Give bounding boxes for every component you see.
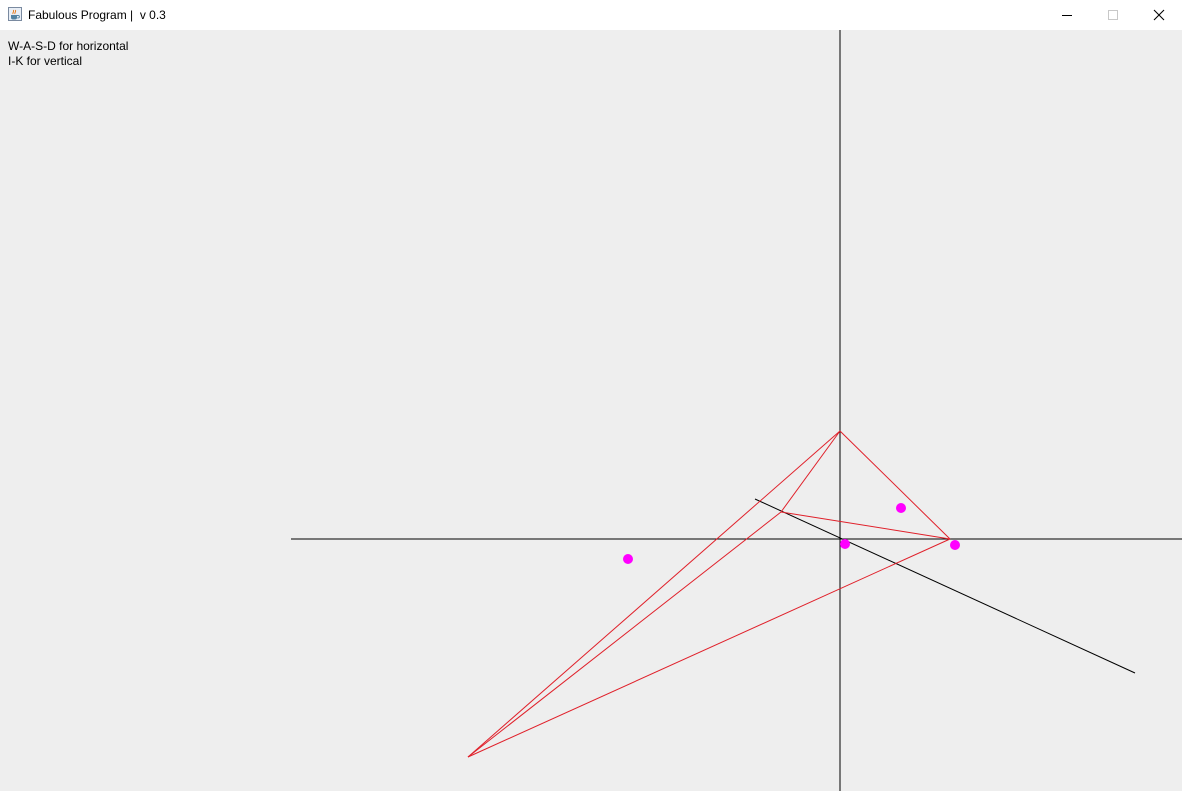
- projected-points: [623, 503, 960, 564]
- depth-axis: [754, 498, 1136, 674]
- 3d-scene: [291, 30, 1182, 791]
- minimize-icon: [1061, 9, 1073, 21]
- controls-help: W-A-S-D for horizontal I-K for vertical: [8, 39, 128, 69]
- edge-back-right: [780, 511, 951, 540]
- maximize-button[interactable]: [1090, 0, 1136, 30]
- edge-apex-left: [467, 430, 841, 758]
- horizontal-controls-text: W-A-S-D for horizontal: [8, 39, 129, 53]
- close-button[interactable]: [1136, 0, 1182, 30]
- edge-apex-right: [839, 430, 951, 540]
- edge-back-left: [467, 511, 782, 758]
- maximize-icon: [1107, 9, 1119, 21]
- window-title: Fabulous Program | v 0.3: [28, 8, 166, 22]
- edge-apex-back: [780, 430, 841, 513]
- close-icon: [1153, 9, 1165, 21]
- title-bar[interactable]: Fabulous Program | v 0.3: [0, 0, 1182, 30]
- minimize-button[interactable]: [1044, 0, 1090, 30]
- point: [840, 539, 850, 549]
- vertical-controls-text: I-K for vertical: [8, 54, 83, 68]
- point: [623, 554, 633, 564]
- wireframe-edges: [467, 430, 951, 758]
- point: [896, 503, 906, 513]
- render-canvas[interactable]: W-A-S-D for horizontal I-K for vertical: [0, 30, 1182, 791]
- java-cup-icon: [8, 7, 22, 21]
- point: [950, 540, 960, 550]
- edge-left-right: [467, 538, 951, 758]
